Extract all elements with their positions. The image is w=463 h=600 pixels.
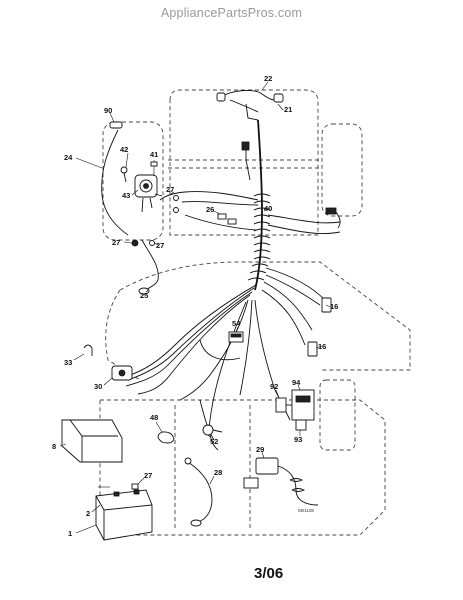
leader-lines <box>59 81 331 534</box>
callout-41: 41 <box>150 150 158 159</box>
callout-94: 94 <box>292 378 301 387</box>
callout-27-left: 27 <box>112 238 120 247</box>
callout-24: 24 <box>64 153 73 162</box>
main-harness <box>125 103 341 451</box>
callout-30: 30 <box>94 382 102 391</box>
ignition-switch-assembly <box>120 160 163 213</box>
components <box>61 195 341 541</box>
headlight-harness <box>216 90 284 151</box>
callout-54: 54 <box>232 319 241 328</box>
callout-90: 90 <box>104 106 112 115</box>
callout-33: 33 <box>64 358 72 367</box>
callout-8: 8 <box>52 442 56 451</box>
callout-52: 52 <box>210 437 218 446</box>
watermark: AppliancePartsPros.com <box>160 6 303 20</box>
callout-27-battery: 27 <box>144 471 152 480</box>
page-code: 3/06 <box>254 565 284 582</box>
callout-26: 26 <box>206 205 214 214</box>
callout-16-upper: 16 <box>330 302 338 311</box>
callout-42: 42 <box>120 145 128 154</box>
callout-29: 29 <box>256 445 264 454</box>
callout-21: 21 <box>284 105 292 114</box>
callout-92: 92 <box>270 382 278 391</box>
callout-43: 43 <box>122 191 130 200</box>
callout-labels: 22 21 90 42 41 24 43 27 26 40 27 27 25 1… <box>52 74 338 538</box>
tractor-outline <box>99 89 411 536</box>
callout-1: 1 <box>68 529 72 538</box>
callout-27-right: 27 <box>156 241 164 250</box>
figure-code: 08/1108 <box>298 508 314 513</box>
harness-coil <box>247 193 271 281</box>
callout-40: 40 <box>264 204 272 213</box>
callout-25: 25 <box>140 291 148 300</box>
callout-48: 48 <box>150 413 158 422</box>
callout-2: 2 <box>86 509 90 518</box>
callout-93: 93 <box>294 435 302 444</box>
battery-cables <box>101 121 159 295</box>
callout-28: 28 <box>214 468 222 477</box>
callout-27-upper: 27 <box>166 185 174 194</box>
callout-16-lower: 16 <box>318 342 326 351</box>
callout-22: 22 <box>264 74 272 83</box>
